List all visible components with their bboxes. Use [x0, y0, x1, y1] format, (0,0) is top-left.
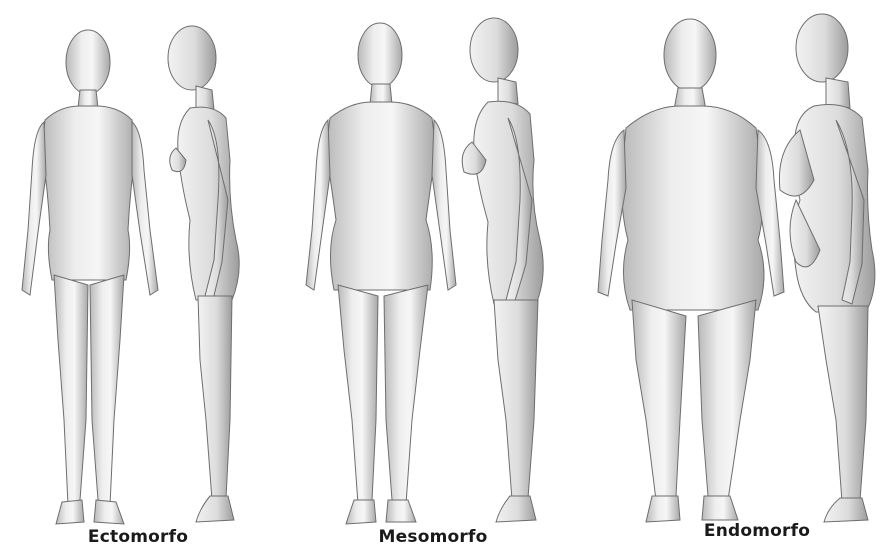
caption-endomorph: Endomorfo [704, 521, 810, 541]
endomorph-front-figure [598, 19, 784, 522]
mesomorph-side-figure [462, 18, 543, 522]
ectomorph-front-figure [22, 30, 158, 524]
caption-mesomorph: Mesomorfo [379, 527, 488, 547]
caption-ectomorph: Ectomorfo [88, 527, 188, 547]
endomorph-side-figure [779, 14, 874, 522]
mesomorph-front-figure [306, 23, 456, 524]
ectomorph-side-figure [168, 26, 239, 522]
